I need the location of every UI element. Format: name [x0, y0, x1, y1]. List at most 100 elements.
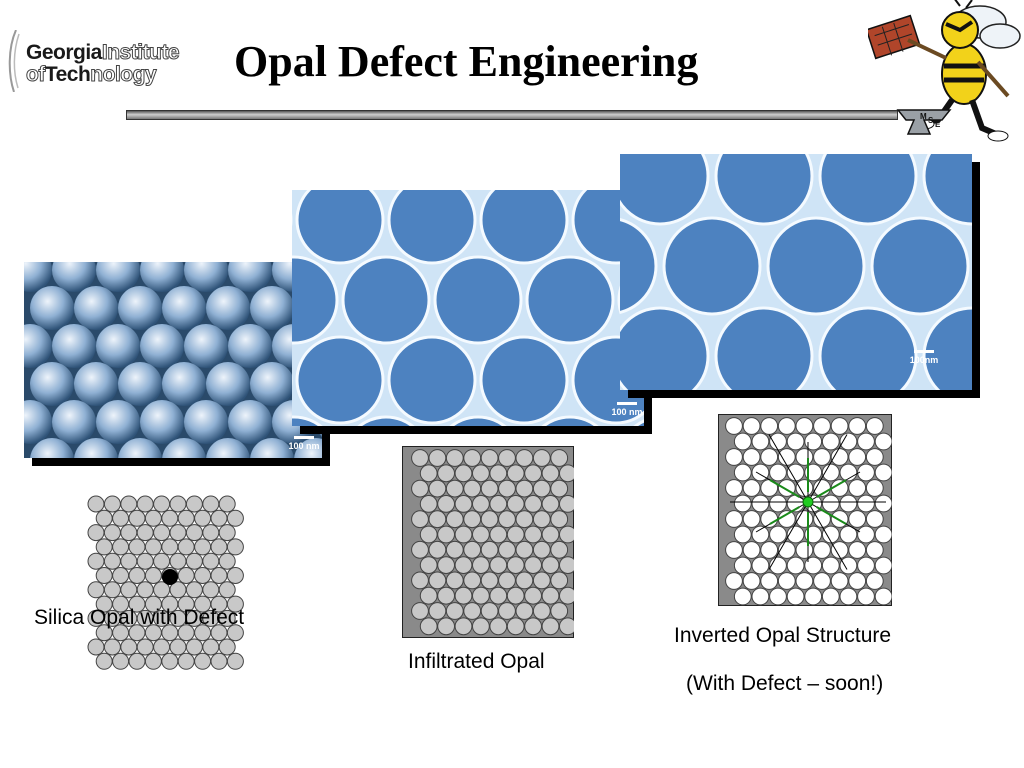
inverted-pore	[733, 525, 752, 544]
sem-bead	[206, 362, 250, 406]
inverted-pore	[839, 556, 858, 575]
inverted-pore	[777, 448, 796, 466]
silica-sphere	[120, 524, 138, 542]
infiltrated-sphere	[532, 540, 551, 559]
infiltrated-opal-sem-image: 100 nm	[292, 190, 644, 426]
silica-sphere	[120, 495, 138, 513]
silica-sphere	[169, 552, 187, 570]
infiltrated-sphere	[411, 510, 429, 529]
silica-sphere	[112, 567, 130, 584]
infiltrated-sphere	[489, 495, 508, 513]
infiltrated-sphere	[550, 540, 569, 559]
inverted-pore	[795, 541, 814, 559]
sem-bead	[184, 262, 228, 292]
inverted-pore	[769, 432, 787, 451]
defect-point	[802, 496, 814, 508]
inverted-pore	[725, 448, 743, 466]
inverted-pore	[848, 510, 867, 528]
inverted-pore	[821, 463, 840, 482]
infiltrated-sphere	[524, 586, 543, 605]
sem-bead	[250, 438, 294, 458]
infiltrated-sphere	[437, 495, 455, 513]
logo-tech: Tech	[44, 63, 91, 86]
infiltrated-sphere	[506, 556, 525, 574]
silica-sphere	[136, 638, 154, 656]
silica-sphere	[202, 638, 220, 656]
inverted-pore	[857, 525, 875, 544]
silica-sphere	[177, 509, 195, 527]
inverted-pore	[786, 432, 805, 451]
silica-sphere	[144, 652, 162, 670]
inverted-pore	[821, 494, 840, 513]
georgia-tech-logo: GeorgiaInstitute ofTechnology	[6, 28, 218, 98]
inverted-pore	[865, 572, 884, 590]
defect-sphere	[162, 569, 178, 585]
sem-bead	[74, 438, 118, 458]
infiltrated-sphere	[532, 602, 551, 620]
inverted-pore	[848, 448, 867, 466]
infiltrated-sphere	[532, 571, 551, 590]
inverted-pore	[769, 587, 787, 606]
sem-pore	[295, 335, 385, 425]
silica-sphere	[185, 638, 203, 656]
sem-bead	[96, 400, 140, 444]
caption-infiltrated-opal: Infiltrated Opal	[408, 650, 545, 673]
inverted-pore	[769, 525, 787, 544]
silica-sphere	[185, 524, 203, 542]
inverted-pore	[760, 417, 779, 435]
inverted-opal-diagram	[718, 414, 892, 606]
silica-sphere	[177, 567, 195, 584]
infiltrated-sphere	[437, 617, 455, 636]
sem-bead	[250, 286, 294, 330]
sem-bead	[118, 438, 162, 458]
infiltrated-sphere	[445, 602, 464, 620]
infiltrated-sphere	[437, 525, 455, 544]
sem-pore	[714, 306, 814, 390]
silica-sphere	[153, 524, 171, 542]
inverted-pore	[865, 510, 884, 528]
inverted-pore	[874, 587, 892, 606]
infiltrated-sphere	[411, 602, 429, 620]
inverted-pore	[742, 448, 761, 466]
inverted-pore	[795, 572, 814, 590]
inverted-pore	[857, 556, 875, 575]
sem-bead	[206, 286, 250, 330]
sem-bead	[228, 262, 272, 292]
silica-sphere	[218, 524, 236, 542]
sem-bead	[24, 400, 52, 444]
silica-sphere	[226, 595, 244, 613]
silica-sphere	[136, 524, 154, 542]
infiltrated-sphere	[428, 510, 447, 529]
sem-pore	[341, 255, 431, 345]
infiltrated-sphere	[515, 571, 534, 590]
inverted-pore	[804, 432, 823, 451]
defect-waveguide-line	[769, 506, 800, 525]
infiltrated-sphere	[550, 479, 569, 498]
sem-pore	[387, 335, 477, 425]
inverted-pore	[865, 479, 884, 497]
silica-sphere	[112, 652, 130, 670]
silica-sphere	[202, 495, 220, 513]
infiltrated-sphere	[419, 586, 438, 605]
infiltrated-sphere	[498, 571, 516, 590]
silica-sphere	[185, 495, 203, 513]
infiltrated-sphere	[445, 510, 464, 529]
silica-sphere	[202, 581, 220, 599]
sem-bead	[140, 400, 184, 444]
sem-bead	[118, 286, 162, 330]
infiltrated-sphere	[480, 571, 499, 590]
sem-bead	[30, 438, 74, 458]
sem-pore	[620, 154, 710, 226]
infiltrated-sphere	[524, 464, 543, 483]
infiltrated-scale-bar: 100 nm	[610, 402, 644, 417]
infiltrated-sphere	[559, 464, 574, 483]
inverted-pore	[760, 448, 779, 466]
silica-sphere	[169, 495, 187, 513]
infiltrated-sphere	[463, 449, 482, 467]
inverted-pore	[813, 448, 831, 466]
inverted-pore	[865, 541, 884, 559]
silica-sphere	[87, 495, 105, 513]
sem-bead	[294, 438, 322, 458]
silica-sphere	[95, 652, 113, 670]
sem-bead	[206, 438, 250, 458]
